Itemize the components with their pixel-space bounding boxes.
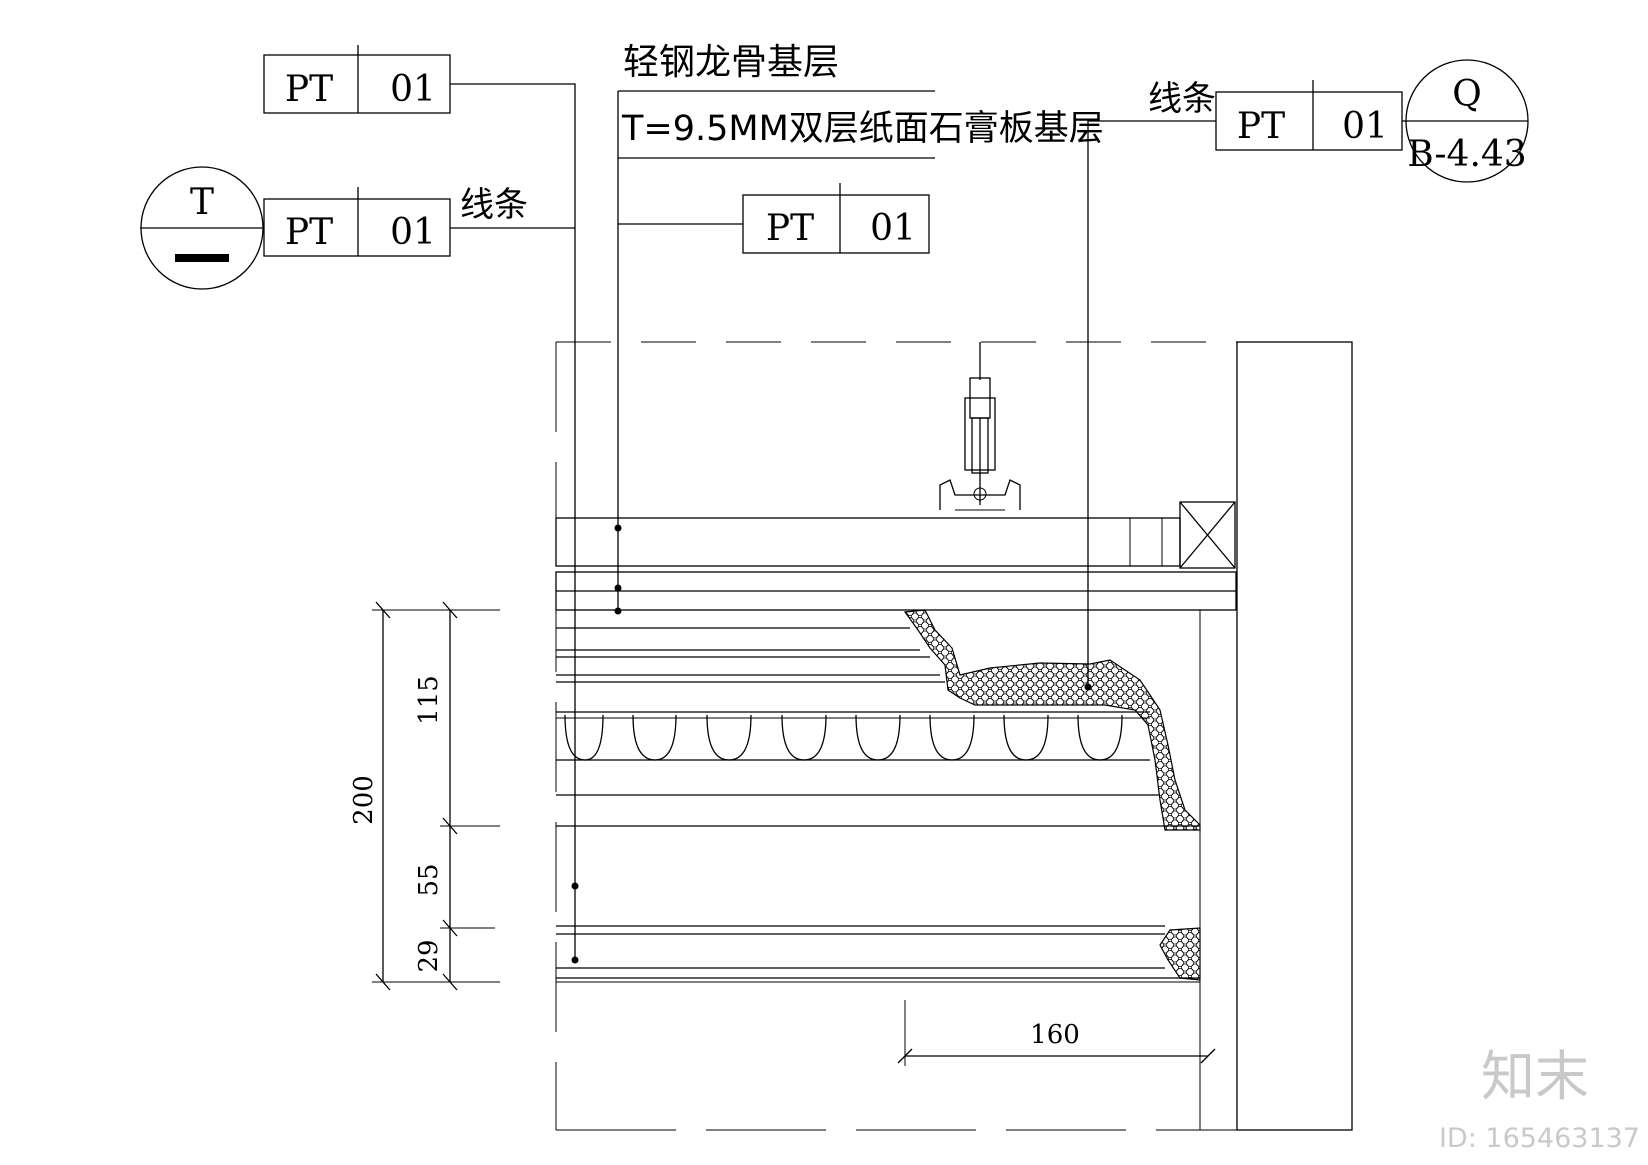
tag-2-code: PT — [285, 212, 333, 253]
leader-dot-1b — [571, 956, 579, 964]
watermark-logo: 知末 — [1481, 1045, 1589, 1108]
leader-tag-1 — [450, 83, 576, 960]
leader-dot-1a — [571, 882, 579, 890]
watermark-id: ID: 165463137 — [1439, 1123, 1640, 1154]
wall-render-layer — [1199, 609, 1238, 1131]
vertical-dimension: 200 115 55 29 — [349, 601, 500, 991]
leader-tag-4 — [1087, 120, 1216, 687]
wood-blocking — [1179, 501, 1236, 569]
section-mark-t-bar — [175, 254, 229, 262]
section-mark-t-label: T — [190, 182, 214, 223]
section-mark-t: T — [140, 166, 264, 290]
line-strip-label-left: 线条 — [460, 185, 528, 225]
steel-keel-label: 轻钢龙骨基层 — [623, 42, 839, 83]
tag-1-code: PT — [285, 69, 333, 110]
section-mark-q: Q B-4.43 — [1402, 59, 1529, 183]
steel-keel-channel — [555, 517, 1181, 567]
cornice-molding — [556, 627, 1200, 983]
dim-horizontal: 160 — [1030, 1020, 1080, 1050]
section-mark-q-label: Q — [1452, 74, 1482, 115]
tag-1-number: 01 — [390, 69, 436, 110]
leader-dot-2b — [614, 584, 622, 592]
gypsum-board-label: T=9.5MM双层纸面石膏板基层 — [621, 109, 1104, 149]
hanger-assembly — [939, 342, 1021, 511]
tag-3-code: PT — [766, 208, 814, 249]
dim-d3: 29 — [414, 939, 444, 972]
dim-total: 200 — [349, 775, 379, 825]
material-tag-1: PT 01 — [263, 45, 451, 114]
material-tag-3: PT 01 — [742, 183, 930, 254]
material-tag-4: PT 01 — [1215, 80, 1403, 151]
dim-d2: 55 — [414, 863, 444, 896]
concrete-wall — [1236, 341, 1353, 1131]
line-strip-label-right: 线条 — [1148, 79, 1216, 119]
tag-3-number: 01 — [870, 208, 916, 249]
ceiling-void-outline — [555, 341, 1237, 1131]
dim-d1: 115 — [414, 675, 444, 725]
material-tag-2: PT 01 — [263, 187, 451, 257]
egg-ornament-row — [564, 714, 1123, 761]
leader-dot-2a — [614, 524, 622, 532]
horizontal-dimension: 160 — [897, 1000, 1216, 1066]
adhesive-fill-upper — [903, 609, 1201, 831]
adhesive-fill-lower — [1159, 927, 1201, 981]
gypsum-board-layers — [555, 571, 1237, 611]
tag-4-number: 01 — [1342, 106, 1388, 147]
leader-dot-2c — [614, 607, 622, 615]
tag-4-code: PT — [1237, 106, 1285, 147]
tag-2-number: 01 — [390, 212, 436, 253]
section-mark-q-ref: B-4.43 — [1407, 134, 1526, 175]
